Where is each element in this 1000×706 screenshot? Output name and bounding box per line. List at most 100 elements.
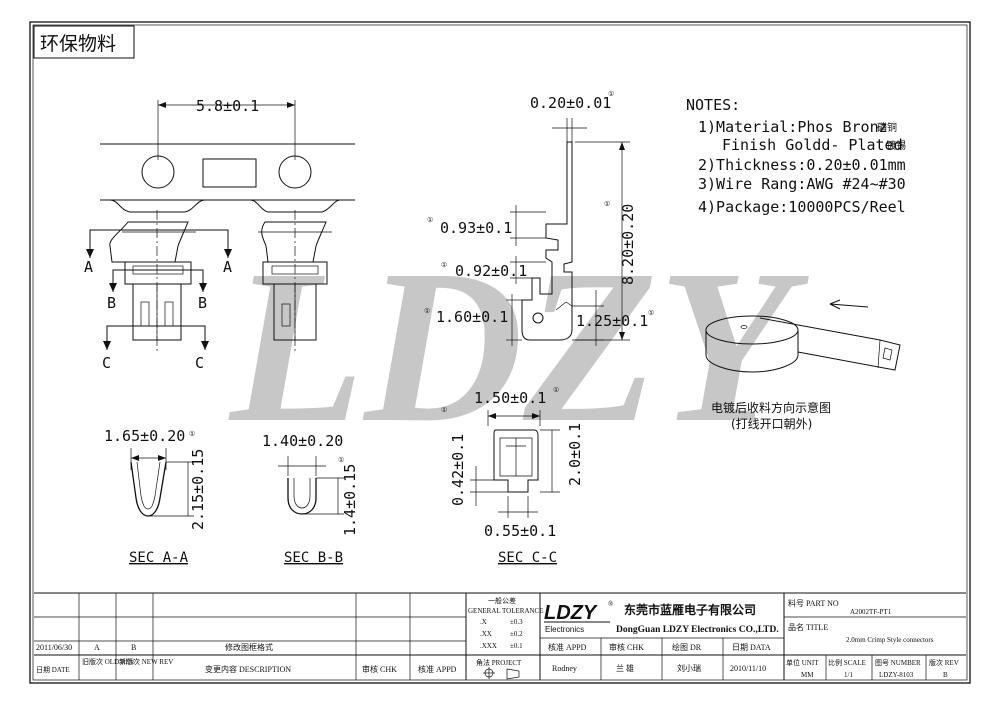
- number-value: LDZY-8103: [879, 671, 914, 679]
- svg-text:①: ①: [189, 430, 195, 438]
- svg-text:®: ®: [608, 600, 614, 608]
- rev-head-new: 新版次 NEW REV: [119, 657, 173, 666]
- title-block: 2011/06/30 A B 修改图框格式 日期 DATE 旧版次 OLD RE…: [34, 592, 966, 680]
- dim-215: 2.15±0.15: [189, 449, 207, 530]
- rev-old: A: [94, 643, 100, 652]
- rev-head-old: 旧版次 OLD REV: [82, 657, 135, 666]
- section-cc-view: 1.50±0.1 ① ① 2.0±0.1 0.42±0.1 0.55±0.1 S…: [441, 386, 584, 566]
- dim-125: 1.25±0.1: [576, 312, 648, 330]
- sign-chk-value: 兰 雄: [616, 663, 634, 673]
- dim-160: 1.60±0.1: [436, 308, 508, 326]
- dim-093: 0.93±0.1: [440, 219, 512, 237]
- tol-title-en: GENERAL TOLERANCE: [468, 607, 544, 615]
- unit-value: MM: [801, 671, 814, 679]
- scale-value: 1/1: [844, 671, 853, 679]
- section-b-left: B: [107, 294, 116, 312]
- svg-text:.X: .X: [480, 618, 487, 626]
- dim-thickness: 0.20±0.01: [530, 94, 611, 112]
- part-no-label: 料号 PART NO: [788, 598, 839, 608]
- company-logo: LDZY: [544, 602, 598, 624]
- rev-value: B: [943, 671, 948, 679]
- company-logo-sub: Electronics: [545, 625, 584, 634]
- label-sec-cc: SEC C-C: [498, 550, 557, 566]
- section-b-right: B: [198, 294, 207, 312]
- dim-092: 0.92±0.1: [455, 262, 527, 280]
- svg-text:±0.3: ±0.3: [510, 618, 523, 626]
- svg-text:磷铜: 磷铜: [877, 121, 897, 134]
- svg-text:①: ①: [441, 406, 447, 414]
- dim-20: 2.0±0.1: [566, 423, 584, 486]
- reel-sketch: 电镀后收料方向示意图 (打线开口朝外): [705, 299, 901, 431]
- svg-text:镀锡: 镀锡: [886, 139, 906, 152]
- rev-new: B: [131, 643, 136, 652]
- rev-label: 版次 REV: [929, 658, 959, 667]
- dim-14: 1.4±0.15: [341, 464, 359, 536]
- svg-text:①: ①: [427, 216, 433, 224]
- title-value: 2.0mm Crimp Style connectors: [846, 636, 934, 644]
- notes-heading: NOTES:: [686, 96, 740, 114]
- svg-text:①: ①: [648, 309, 654, 317]
- side-view: 0.20±0.01 ① 8.20±0.20 ① 0.93±0.1 ① 0.92±…: [424, 90, 654, 346]
- company-name-en: DongGuan LDZY Electronics CO.,LTD.: [616, 625, 779, 635]
- note-wire: 3)Wire Rang:AWG #24~#30: [698, 175, 906, 193]
- sign-date-label: 日期 DATA: [732, 643, 771, 652]
- section-c-left: C: [102, 354, 111, 372]
- note-thickness: 2)Thickness:0.20±0.01mm: [698, 156, 906, 174]
- svg-text:①: ①: [553, 386, 559, 394]
- number-label: 图号 NUMBER: [875, 659, 921, 667]
- notes: NOTES: 1)Material:Phos Bronz 磷铜 Finish G…: [686, 96, 906, 216]
- dim-pitch: 5.8±0.1: [196, 97, 259, 115]
- dim-055: 0.55±0.1: [484, 522, 556, 540]
- scale-label: 比例 SCALE: [828, 658, 866, 667]
- svg-text:±0.2: ±0.2: [510, 630, 523, 638]
- svg-text:.XX: .XX: [480, 630, 492, 638]
- rev-desc: 修改图框格式: [225, 642, 273, 652]
- watermark: LDZY: [228, 224, 810, 468]
- rev-head-date: 日期 DATE: [36, 666, 70, 674]
- unit-label: 单位 UNIT: [786, 658, 819, 667]
- svg-text:①: ①: [338, 456, 344, 464]
- dim-overall-length: 8.20±0.20: [619, 204, 637, 285]
- section-c-right: C: [195, 354, 204, 372]
- svg-text:①: ①: [424, 307, 430, 315]
- dim-042: 0.42±0.1: [449, 434, 467, 506]
- title-label: 品名 TITLE: [788, 622, 828, 632]
- sign-date-value: 2010/11/10: [730, 664, 766, 673]
- dim-140: 1.40±0.20: [262, 432, 343, 450]
- svg-text:.XXX: .XXX: [480, 642, 497, 650]
- rev-head-appd: 核准 APPD: [418, 664, 457, 674]
- label-sec-bb: SEC B-B: [284, 550, 343, 566]
- material-tag: 环保物料: [40, 33, 116, 55]
- sign-appd-label: 核准 APPD: [548, 642, 587, 652]
- section-a-right: A: [223, 258, 232, 276]
- label-sec-aa: SEC A-A: [129, 550, 189, 566]
- dim-150: 1.50±0.1: [474, 389, 546, 407]
- svg-text:①: ①: [441, 261, 447, 269]
- sign-chk-label: 审核 CHK: [609, 642, 644, 652]
- strip-top-view: 5.8±0.1 A A B: [84, 97, 355, 372]
- sign-dr-value: 刘小瑞: [677, 663, 701, 673]
- tol-angle: 角法 PROJECT: [476, 658, 522, 667]
- rev-head-chk: 审核 CHK: [362, 664, 397, 674]
- svg-text:①: ①: [604, 200, 610, 208]
- reel-caption: 电镀后收料方向示意图: [711, 400, 831, 415]
- company-name-cn: 东莞市蓝雁电子有限公司: [624, 602, 756, 617]
- material-tag-box: [33, 25, 135, 59]
- rev-date: 2011/06/30: [36, 643, 72, 652]
- part-no-value: A2002TF-PT1: [850, 608, 892, 616]
- section-a-left: A: [84, 258, 93, 276]
- reel-caption-sub: (打线开口朝外): [731, 417, 812, 431]
- svg-text:±0.1: ±0.1: [510, 642, 523, 650]
- dim-165: 1.65±0.20: [104, 427, 185, 445]
- tol-title-cn: 一般公差: [488, 596, 516, 605]
- drawing-frame: [29, 21, 971, 684]
- section-bb-view: 1.40±0.20 ① 1.4±0.15 SEC B-B: [262, 432, 359, 566]
- note-package: 4)Package:10000PCS/Reel: [698, 198, 906, 216]
- note-material: 1)Material:Phos Bronz: [698, 118, 888, 136]
- note-finish: Finish Goldd- Plated: [722, 136, 903, 154]
- sign-appd-value: Rodney: [552, 664, 577, 673]
- section-aa-view: 1.65±0.20 ① 2.15±0.15 SEC A-A: [104, 427, 207, 566]
- rev-head-desc: 变更内容 DESCRIPTION: [205, 664, 291, 674]
- drawing-inner-frame: [32, 24, 968, 681]
